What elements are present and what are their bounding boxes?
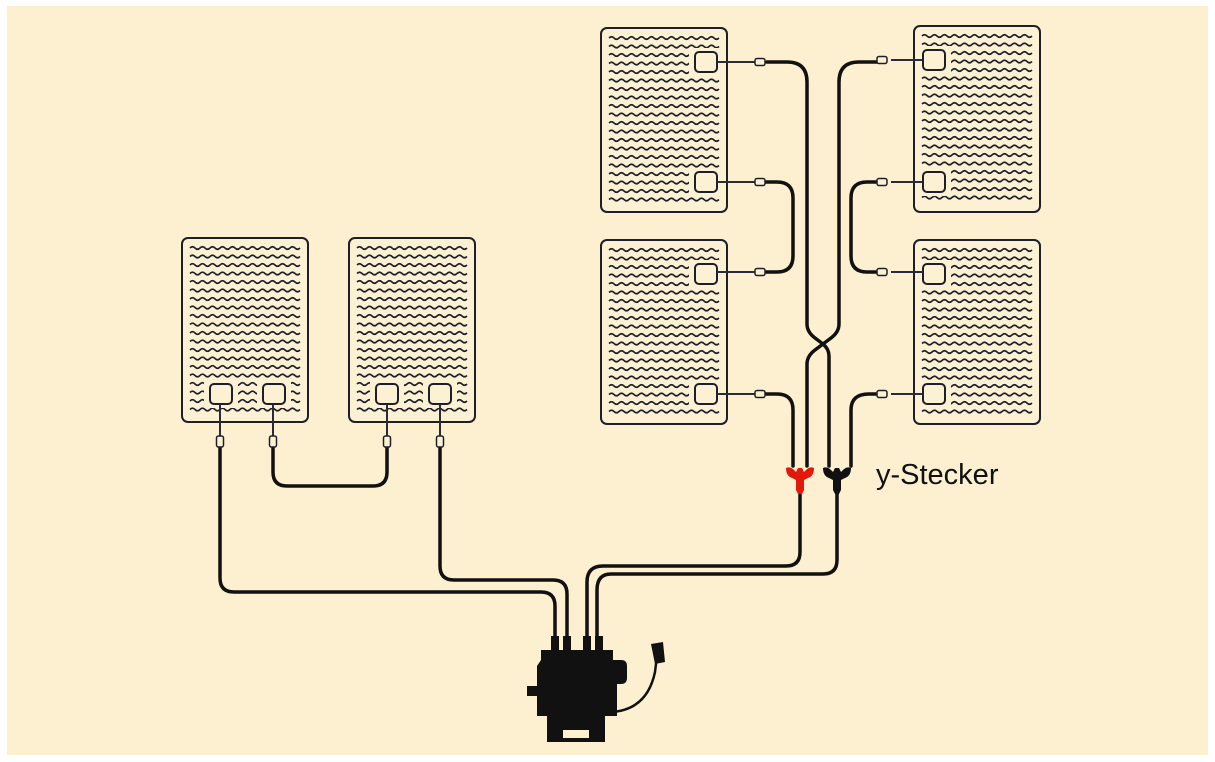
junction-box — [922, 49, 946, 71]
solar-panel-right-a-bottom — [600, 239, 728, 425]
solar-panel-right-b-bottom — [913, 239, 1041, 425]
wiring-diagram: y-Stecker — [7, 6, 1208, 755]
pigtail-rb1-mc4-connector — [876, 55, 888, 65]
junction-box — [694, 383, 718, 405]
inverter-slot — [563, 730, 589, 738]
solar-cells — [608, 247, 720, 414]
cable-y-plus-to-inverter — [585, 492, 802, 640]
cable-right-a-bridge — [763, 180, 795, 274]
solar-cells — [921, 33, 1033, 200]
cable-left-minus — [218, 444, 557, 640]
junction-box — [694, 171, 718, 193]
y-connector-plus — [786, 467, 814, 494]
pigtail-rb3-mc4-connector — [876, 267, 888, 277]
pigtail-ra1-mc4-connector — [754, 57, 766, 67]
y-connectors — [786, 467, 851, 494]
pigtail-ra4-mc4-connector — [754, 389, 766, 399]
cable-right-a-bottom — [763, 392, 795, 468]
junction-box — [922, 263, 946, 285]
pigtail-ra2-mc4-connector — [754, 177, 766, 187]
pigtail-rb2-mc4-connector — [876, 177, 888, 187]
inverter-ac-cable — [609, 654, 659, 714]
pigtail-rb4-mc4-connector — [876, 389, 888, 399]
junction-box — [209, 383, 233, 405]
solar-cells — [356, 245, 468, 412]
inverter-connector-2 — [563, 636, 571, 650]
junction-box — [428, 383, 452, 405]
junction-box — [922, 383, 946, 405]
diagram-svg — [7, 6, 1208, 755]
solar-panel-left-2 — [348, 237, 476, 423]
solar-panel-right-b-top — [913, 25, 1041, 213]
junction-box — [262, 383, 286, 405]
y-connector-label: y-Stecker — [876, 459, 999, 491]
junction-box — [922, 171, 946, 193]
solar-panels — [181, 25, 1041, 448]
junction-box — [375, 383, 399, 405]
inverter-ac-plug — [651, 642, 665, 664]
pigtail-l3-mc4-connector — [382, 435, 392, 448]
cable-y-minus-to-inverter — [595, 492, 839, 640]
inverter-body — [527, 650, 627, 742]
solar-cells — [189, 245, 301, 412]
inverter-connector-1 — [551, 636, 559, 650]
solar-cells — [921, 247, 1033, 414]
cables — [218, 60, 885, 640]
microinverter-icon — [527, 636, 665, 742]
inverter-connector-3 — [583, 636, 591, 650]
cable-right-b-top — [805, 60, 884, 468]
junction-box — [694, 51, 718, 73]
solar-cells — [608, 35, 720, 202]
y-connector-minus-shape — [823, 467, 851, 494]
cable-left-plus — [438, 444, 569, 640]
cable-right-b-bridge — [849, 180, 885, 274]
y-connector-minus — [823, 467, 851, 494]
inverter-connector-4 — [595, 636, 603, 650]
junction-box — [694, 263, 718, 285]
pigtail-ra3-mc4-connector — [754, 267, 766, 277]
cable-left-bridge — [271, 444, 389, 488]
cable-right-a-top — [765, 60, 831, 468]
solar-panel-right-a-top — [600, 27, 728, 213]
pigtail-l2-mc4-connector — [268, 435, 278, 448]
cable-right-b-bottom — [849, 392, 885, 468]
solar-panel-left-1 — [181, 237, 309, 423]
y-connector-plus-shape — [786, 467, 814, 494]
pigtail-l4-mc4-connector — [435, 435, 445, 448]
pigtail-l1-mc4-connector — [215, 435, 225, 448]
